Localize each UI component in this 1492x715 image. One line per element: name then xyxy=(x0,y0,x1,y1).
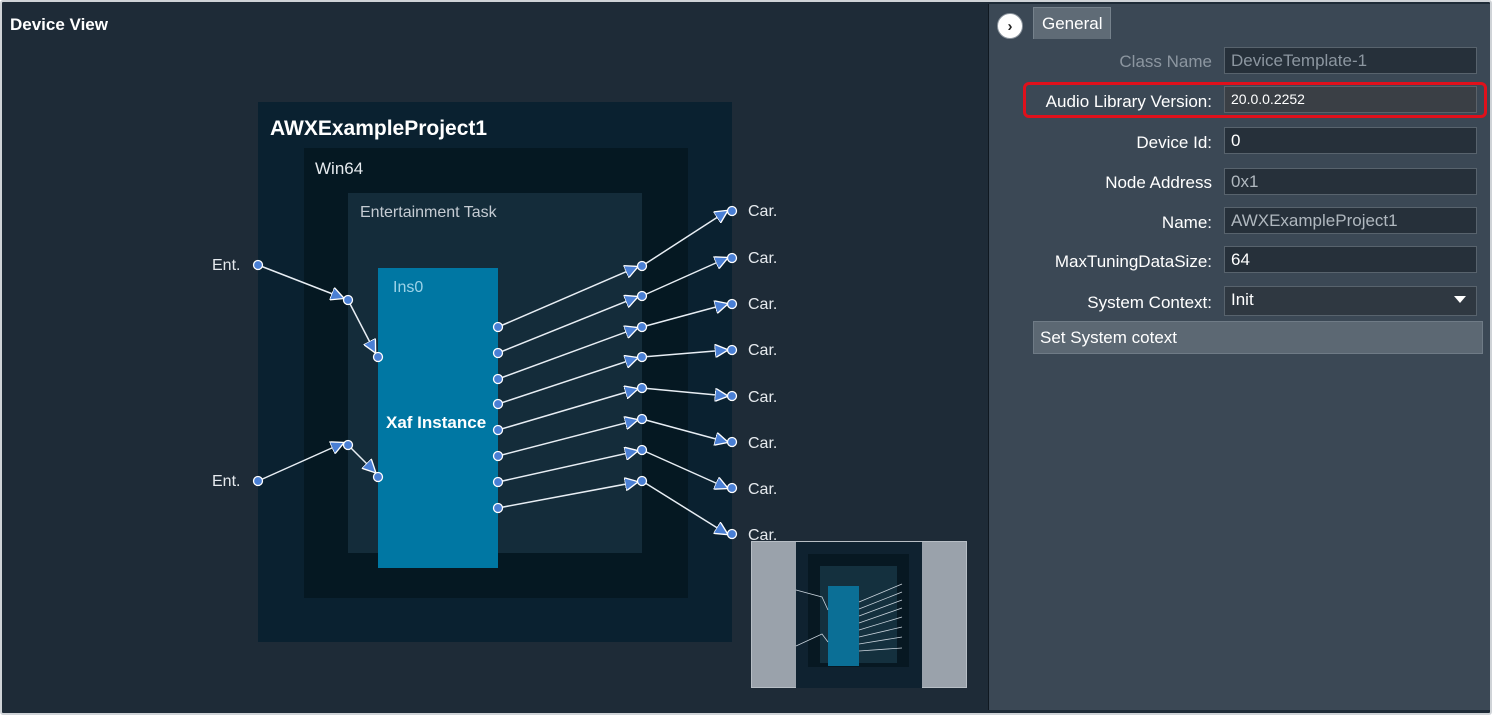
device-view-canvas[interactable]: Device View AWXExampleProject1 Win64 Ent… xyxy=(4,4,988,712)
tab-general[interactable]: General xyxy=(1033,7,1112,39)
instance-input-pin[interactable] xyxy=(372,471,384,483)
connection-line xyxy=(347,444,375,472)
connection-wires xyxy=(252,205,738,540)
output-pin-label: Car. xyxy=(748,342,778,359)
external-output-pin[interactable] xyxy=(726,482,738,494)
connection-line xyxy=(641,387,727,396)
external-output-pin[interactable] xyxy=(726,298,738,310)
connection-line xyxy=(347,299,375,352)
instance-output-pin[interactable] xyxy=(492,373,504,385)
device-id-label: Device Id: xyxy=(1136,133,1212,152)
task-title: Entertainment Task xyxy=(360,204,497,221)
output-pin-label: Car. xyxy=(748,435,778,452)
connection-line xyxy=(497,297,637,354)
audio-library-version-field[interactable]: 20.0.0.2252 xyxy=(1224,86,1477,113)
external-output-pin[interactable] xyxy=(726,390,738,402)
device-id-field[interactable]: 0 xyxy=(1224,127,1477,154)
external-output-pin[interactable] xyxy=(726,528,738,540)
connection-line xyxy=(497,267,637,328)
minimap[interactable] xyxy=(751,541,967,688)
connection-line xyxy=(641,258,727,297)
node-address-field: 0x1 xyxy=(1224,168,1477,195)
output-pin-label: Car. xyxy=(748,481,778,498)
system-context-select[interactable]: Init xyxy=(1224,286,1477,316)
set-system-context-button[interactable]: Set System cotext xyxy=(1033,321,1483,354)
external-output-pin[interactable] xyxy=(726,205,738,217)
highlight-box xyxy=(1023,82,1487,118)
boundary-pin[interactable] xyxy=(342,439,354,451)
boundary-pin[interactable] xyxy=(636,413,648,425)
audio-library-version-label: Audio Library Version: xyxy=(1045,92,1212,111)
minimap-instance xyxy=(828,586,859,666)
boundary-pin[interactable] xyxy=(636,290,648,302)
connection-line xyxy=(497,389,637,431)
xaf-instance-block[interactable] xyxy=(378,268,498,568)
external-output-pin[interactable] xyxy=(726,344,738,356)
boundary-pin[interactable] xyxy=(636,321,648,333)
instance-output-pin[interactable] xyxy=(492,321,504,333)
connection-line xyxy=(641,304,727,328)
properties-panel: › General Class Name DeviceTemplate-1 Au… xyxy=(988,4,1490,710)
boundary-pin[interactable] xyxy=(636,351,648,363)
connection-line xyxy=(497,451,637,483)
instance-name-label: Xaf Instance xyxy=(386,413,487,432)
system-context-value: Init xyxy=(1231,290,1254,309)
connection-line xyxy=(497,358,637,405)
connection-line xyxy=(641,350,727,358)
external-output-pin[interactable] xyxy=(726,436,738,448)
connection-line xyxy=(497,328,637,380)
connection-line xyxy=(497,420,637,457)
instance-output-pin[interactable] xyxy=(492,450,504,462)
boundary-pin[interactable] xyxy=(636,382,648,394)
connection-line xyxy=(257,264,343,298)
instance-output-pin[interactable] xyxy=(492,347,504,359)
project-title: AWXExampleProject1 xyxy=(270,117,488,140)
input-pin-label: Ent. xyxy=(212,257,241,274)
output-pin-label: Car. xyxy=(748,527,778,544)
external-input-pin[interactable] xyxy=(252,259,264,271)
instance-id-label: Ins0 xyxy=(393,279,424,296)
collapse-panel-button[interactable]: › xyxy=(997,13,1023,39)
minimap-wires xyxy=(795,583,903,652)
output-pin-label: Car. xyxy=(748,250,778,267)
instance-output-pin[interactable] xyxy=(492,398,504,410)
connection-line xyxy=(641,449,727,488)
external-input-pin[interactable] xyxy=(252,475,264,487)
external-output-pin[interactable] xyxy=(726,252,738,264)
chevron-right-icon: › xyxy=(1007,17,1013,35)
boundary-pin[interactable] xyxy=(636,475,648,487)
boundary-pin[interactable] xyxy=(636,260,648,272)
node-address-label: Node Address xyxy=(1105,173,1212,192)
connection-line xyxy=(497,482,637,509)
class-name-label: Class Name xyxy=(1119,52,1212,71)
device-view-title: Device View xyxy=(10,15,108,34)
instance-output-pin[interactable] xyxy=(492,502,504,514)
input-pin-label: Ent. xyxy=(212,473,241,490)
instance-input-pin[interactable] xyxy=(372,351,384,363)
boundary-pin[interactable] xyxy=(636,444,648,456)
system-context-label: System Context: xyxy=(1087,293,1212,312)
connection-line xyxy=(257,443,343,482)
class-name-field: DeviceTemplate-1 xyxy=(1224,47,1477,74)
platform-title: Win64 xyxy=(315,159,364,178)
output-pin-label: Car. xyxy=(748,389,778,406)
output-pin-label: Car. xyxy=(748,203,778,220)
connection-line xyxy=(641,480,727,534)
connection-line xyxy=(641,211,727,267)
boundary-pin[interactable] xyxy=(342,294,354,306)
chevron-down-icon xyxy=(1454,296,1466,303)
name-label: Name: xyxy=(1161,213,1212,232)
connection-line xyxy=(641,418,727,442)
instance-output-pin[interactable] xyxy=(492,424,504,436)
output-pin-label: Car. xyxy=(748,296,778,313)
name-field[interactable]: AWXExampleProject1 xyxy=(1224,207,1477,234)
max-tuning-data-size-label: MaxTuningDataSize: xyxy=(1054,252,1212,271)
max-tuning-data-size-field[interactable]: 64 xyxy=(1224,246,1477,273)
instance-output-pin[interactable] xyxy=(492,476,504,488)
